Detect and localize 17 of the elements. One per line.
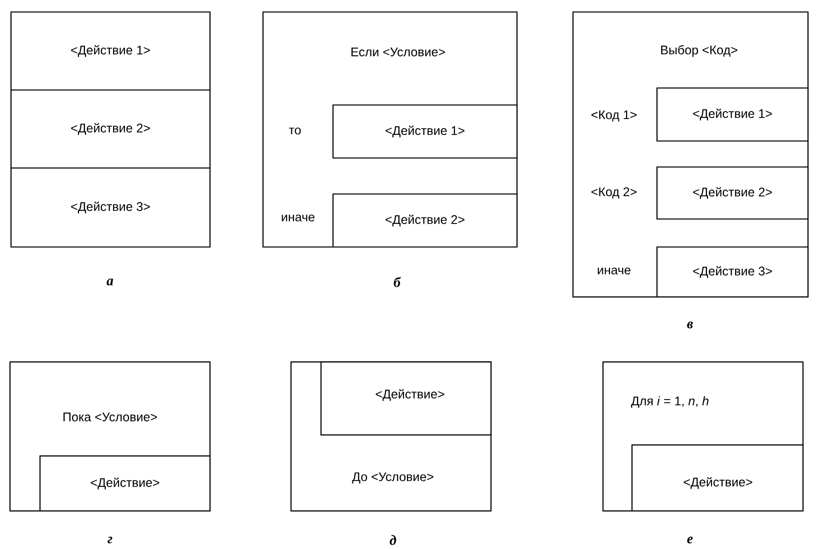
subfigure-letter: б bbox=[394, 276, 401, 288]
subfigure-letter: в bbox=[687, 322, 693, 328]
subfigure-letter: г bbox=[108, 536, 112, 544]
action-box: <Действие 2> bbox=[332, 193, 518, 248]
action-box: <Действие 1> bbox=[10, 11, 211, 91]
action-box: <Действие 2> bbox=[656, 166, 809, 220]
action-box: <Действие> bbox=[631, 444, 804, 512]
action-box: <Действие 1> bbox=[332, 104, 518, 159]
subfigure-letter: д bbox=[390, 535, 396, 545]
action-box: <Действие 3> bbox=[10, 167, 211, 248]
action-box: <Действие 3> bbox=[656, 246, 809, 298]
subfigure-letter: е bbox=[687, 536, 693, 544]
action-box: <Действие> bbox=[39, 455, 211, 512]
action-box: <Действие> bbox=[320, 361, 492, 436]
subfigure-letter: а bbox=[106, 278, 114, 286]
action-box: <Действие 2> bbox=[10, 89, 211, 169]
action-box: <Действие 1> bbox=[656, 87, 809, 142]
